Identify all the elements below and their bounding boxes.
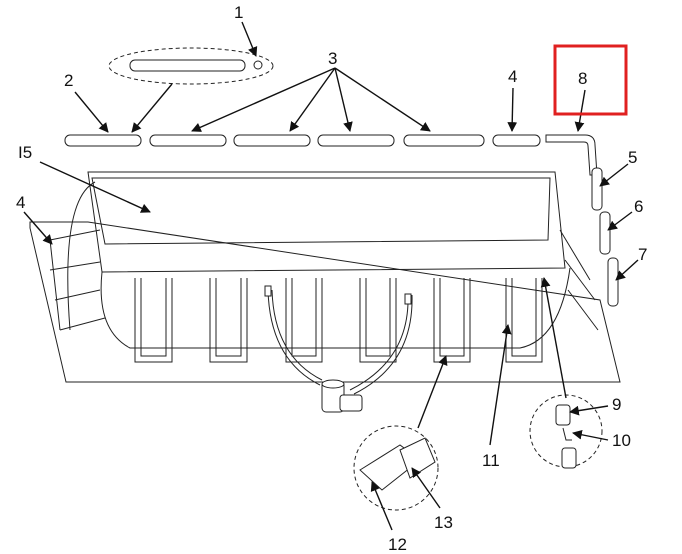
top-beams <box>64 134 598 176</box>
label-part-10: 10 <box>612 431 631 450</box>
label-part-4-left: 4 <box>16 193 25 212</box>
label-part-12: 12 <box>388 535 407 554</box>
label-part-5: 5 <box>628 148 637 167</box>
label-part-6: 6 <box>634 197 643 216</box>
ground-cloth <box>29 221 621 383</box>
label-part-4-top: 4 <box>508 67 517 86</box>
label-part-2: 2 <box>64 71 73 90</box>
callout-arrows <box>23 21 639 531</box>
label-part-11: 11 <box>482 451 500 470</box>
label-part-9: 9 <box>612 395 621 414</box>
label-part-15: I5 <box>18 143 32 162</box>
pump-and-hoses <box>264 285 413 413</box>
label-part-13: 13 <box>434 513 453 532</box>
label-part-7: 7 <box>638 245 647 264</box>
pool-liner <box>67 171 571 349</box>
highlight-box-part-8 <box>553 44 628 116</box>
detail-12-13-callout <box>353 425 439 511</box>
label-part-1: 1 <box>234 3 243 22</box>
filter-pump <box>321 379 363 413</box>
detail-9-10-callout <box>529 394 603 469</box>
corner-legs <box>591 167 619 307</box>
label-part-3: 3 <box>328 49 337 68</box>
pool-legs <box>49 229 599 363</box>
detail-1-callout <box>108 47 274 85</box>
label-part-8: 8 <box>578 69 587 88</box>
